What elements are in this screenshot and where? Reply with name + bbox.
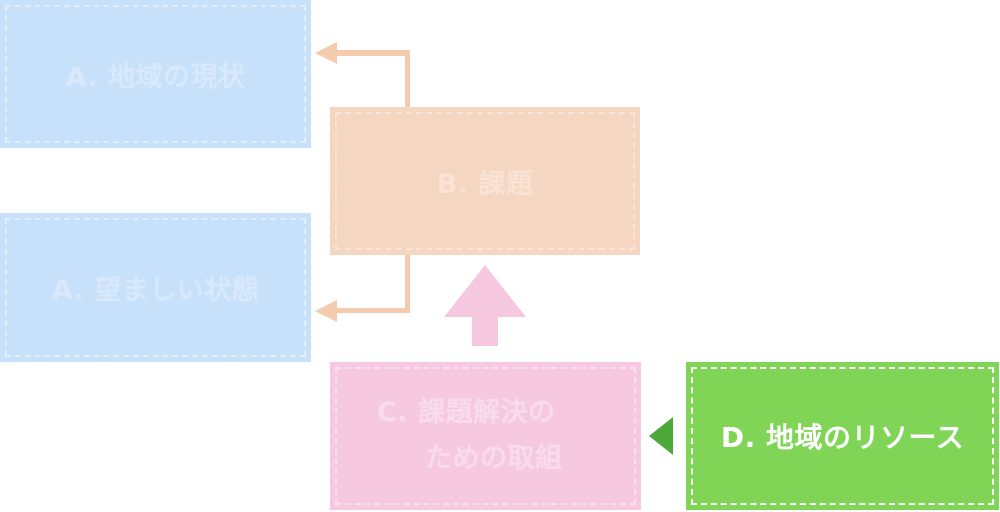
triangle-pointer <box>649 417 673 455</box>
box-label: A. 望ましい状態 <box>51 275 260 306</box>
box-a-desired-state: A. 望ましい状態 <box>0 213 311 362</box>
arrow-up-icon <box>444 265 526 346</box>
box-b-issues: B. 課題 <box>330 107 640 255</box>
dashed-border <box>691 367 994 505</box>
dashed-border <box>5 218 306 357</box>
box-label: A. 地域の現状 <box>65 61 246 93</box>
connector-vertical-line <box>405 50 410 107</box>
connector-horizontal-line <box>335 50 410 56</box>
box-d-local-resources: D. 地域のリソース <box>686 362 999 510</box>
box-label-line-2: ための取組 <box>425 443 563 474</box>
block-arrow <box>444 265 526 346</box>
arrow-left-icon <box>315 255 410 322</box>
arrow-left-icon <box>315 42 410 107</box>
dashed-border <box>335 112 635 250</box>
box-label: B. 課題 <box>436 168 534 200</box>
box-a-current-state: A. 地域の現状 <box>0 0 311 148</box>
box-c-actions: C. 課題解決の ための取組 <box>330 362 641 510</box>
box-label: D. 地域のリソース <box>720 421 965 454</box>
connector-vertical-line <box>405 255 410 313</box>
box-label: C. 課題解決の ための取組 <box>330 362 641 510</box>
arrowhead <box>315 300 337 322</box>
dashed-border <box>335 367 636 505</box>
dashed-border <box>5 5 306 143</box>
connector-horizontal-line <box>335 308 410 313</box>
box-label-line-1: C. 課題解決の <box>377 397 556 428</box>
triangle-left-icon <box>649 417 673 455</box>
arrowhead <box>315 42 337 64</box>
